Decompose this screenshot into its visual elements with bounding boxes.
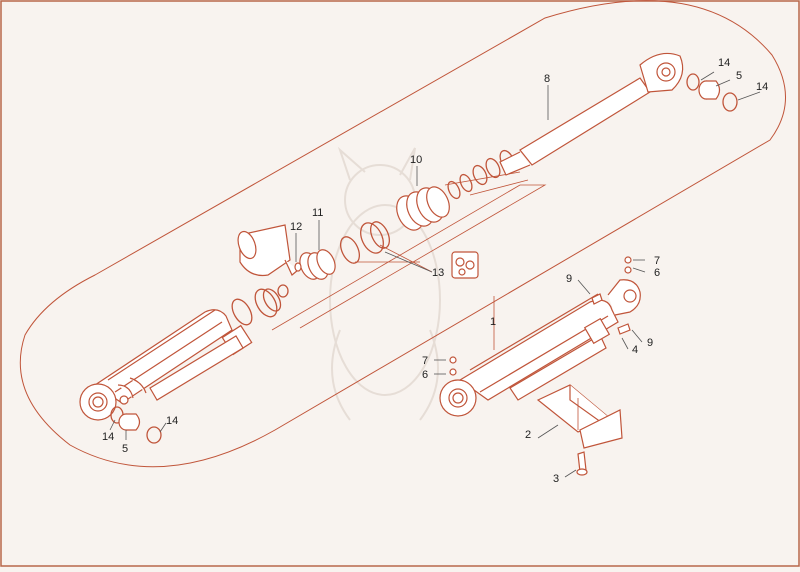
callout-8: 8 [544, 73, 550, 85]
ring-14-left-b [146, 426, 162, 444]
ring-14-top-a [686, 73, 700, 91]
barrel-seals [231, 284, 289, 326]
grease-fittings [449, 256, 632, 376]
callout-7-left: 7 [422, 355, 428, 367]
leader-lines-lower [493, 296, 579, 430]
callout-1: 1 [490, 316, 496, 328]
piston-10 [396, 186, 450, 231]
callout-14-top-a: 14 [718, 57, 730, 69]
callout-6-left: 6 [422, 369, 428, 381]
callout-5-top: 5 [736, 70, 742, 82]
callout-9-bottom: 9 [647, 337, 653, 349]
callout-10: 10 [410, 154, 422, 166]
piston-rod [499, 52, 684, 176]
bolt [576, 451, 588, 476]
callout-leaders [109, 71, 761, 478]
assembled-cylinder [439, 279, 641, 417]
seal-rings-middle [339, 221, 391, 264]
callout-11: 11 [312, 207, 323, 219]
mounting-bracket [536, 384, 623, 449]
seal-kit-bag [451, 251, 479, 279]
exploded-view-boundary [19, 0, 786, 468]
piston-11 [294, 249, 336, 280]
callout-2: 2 [525, 429, 531, 441]
callout-3: 3 [553, 473, 559, 485]
callout-7-right: 7 [654, 255, 660, 267]
gland-head [237, 224, 299, 277]
callout-9-top: 9 [566, 273, 572, 285]
callout-5-left: 5 [122, 443, 128, 455]
cylinder-barrel [79, 309, 253, 421]
callout-13: 13 [432, 267, 444, 279]
callout-14-top-b: 14 [756, 81, 768, 93]
bushing-5-left [118, 413, 141, 431]
callout-12: 12 [290, 221, 302, 233]
callout-4: 4 [632, 344, 638, 356]
bushing-5-top [698, 80, 721, 100]
callout-14-left-b: 14 [166, 415, 178, 427]
watermark-mascot [329, 146, 441, 421]
callout-14-left-a: 14 [102, 431, 114, 443]
callout-6-right: 6 [654, 267, 660, 279]
ring-14-top-b [722, 92, 738, 112]
